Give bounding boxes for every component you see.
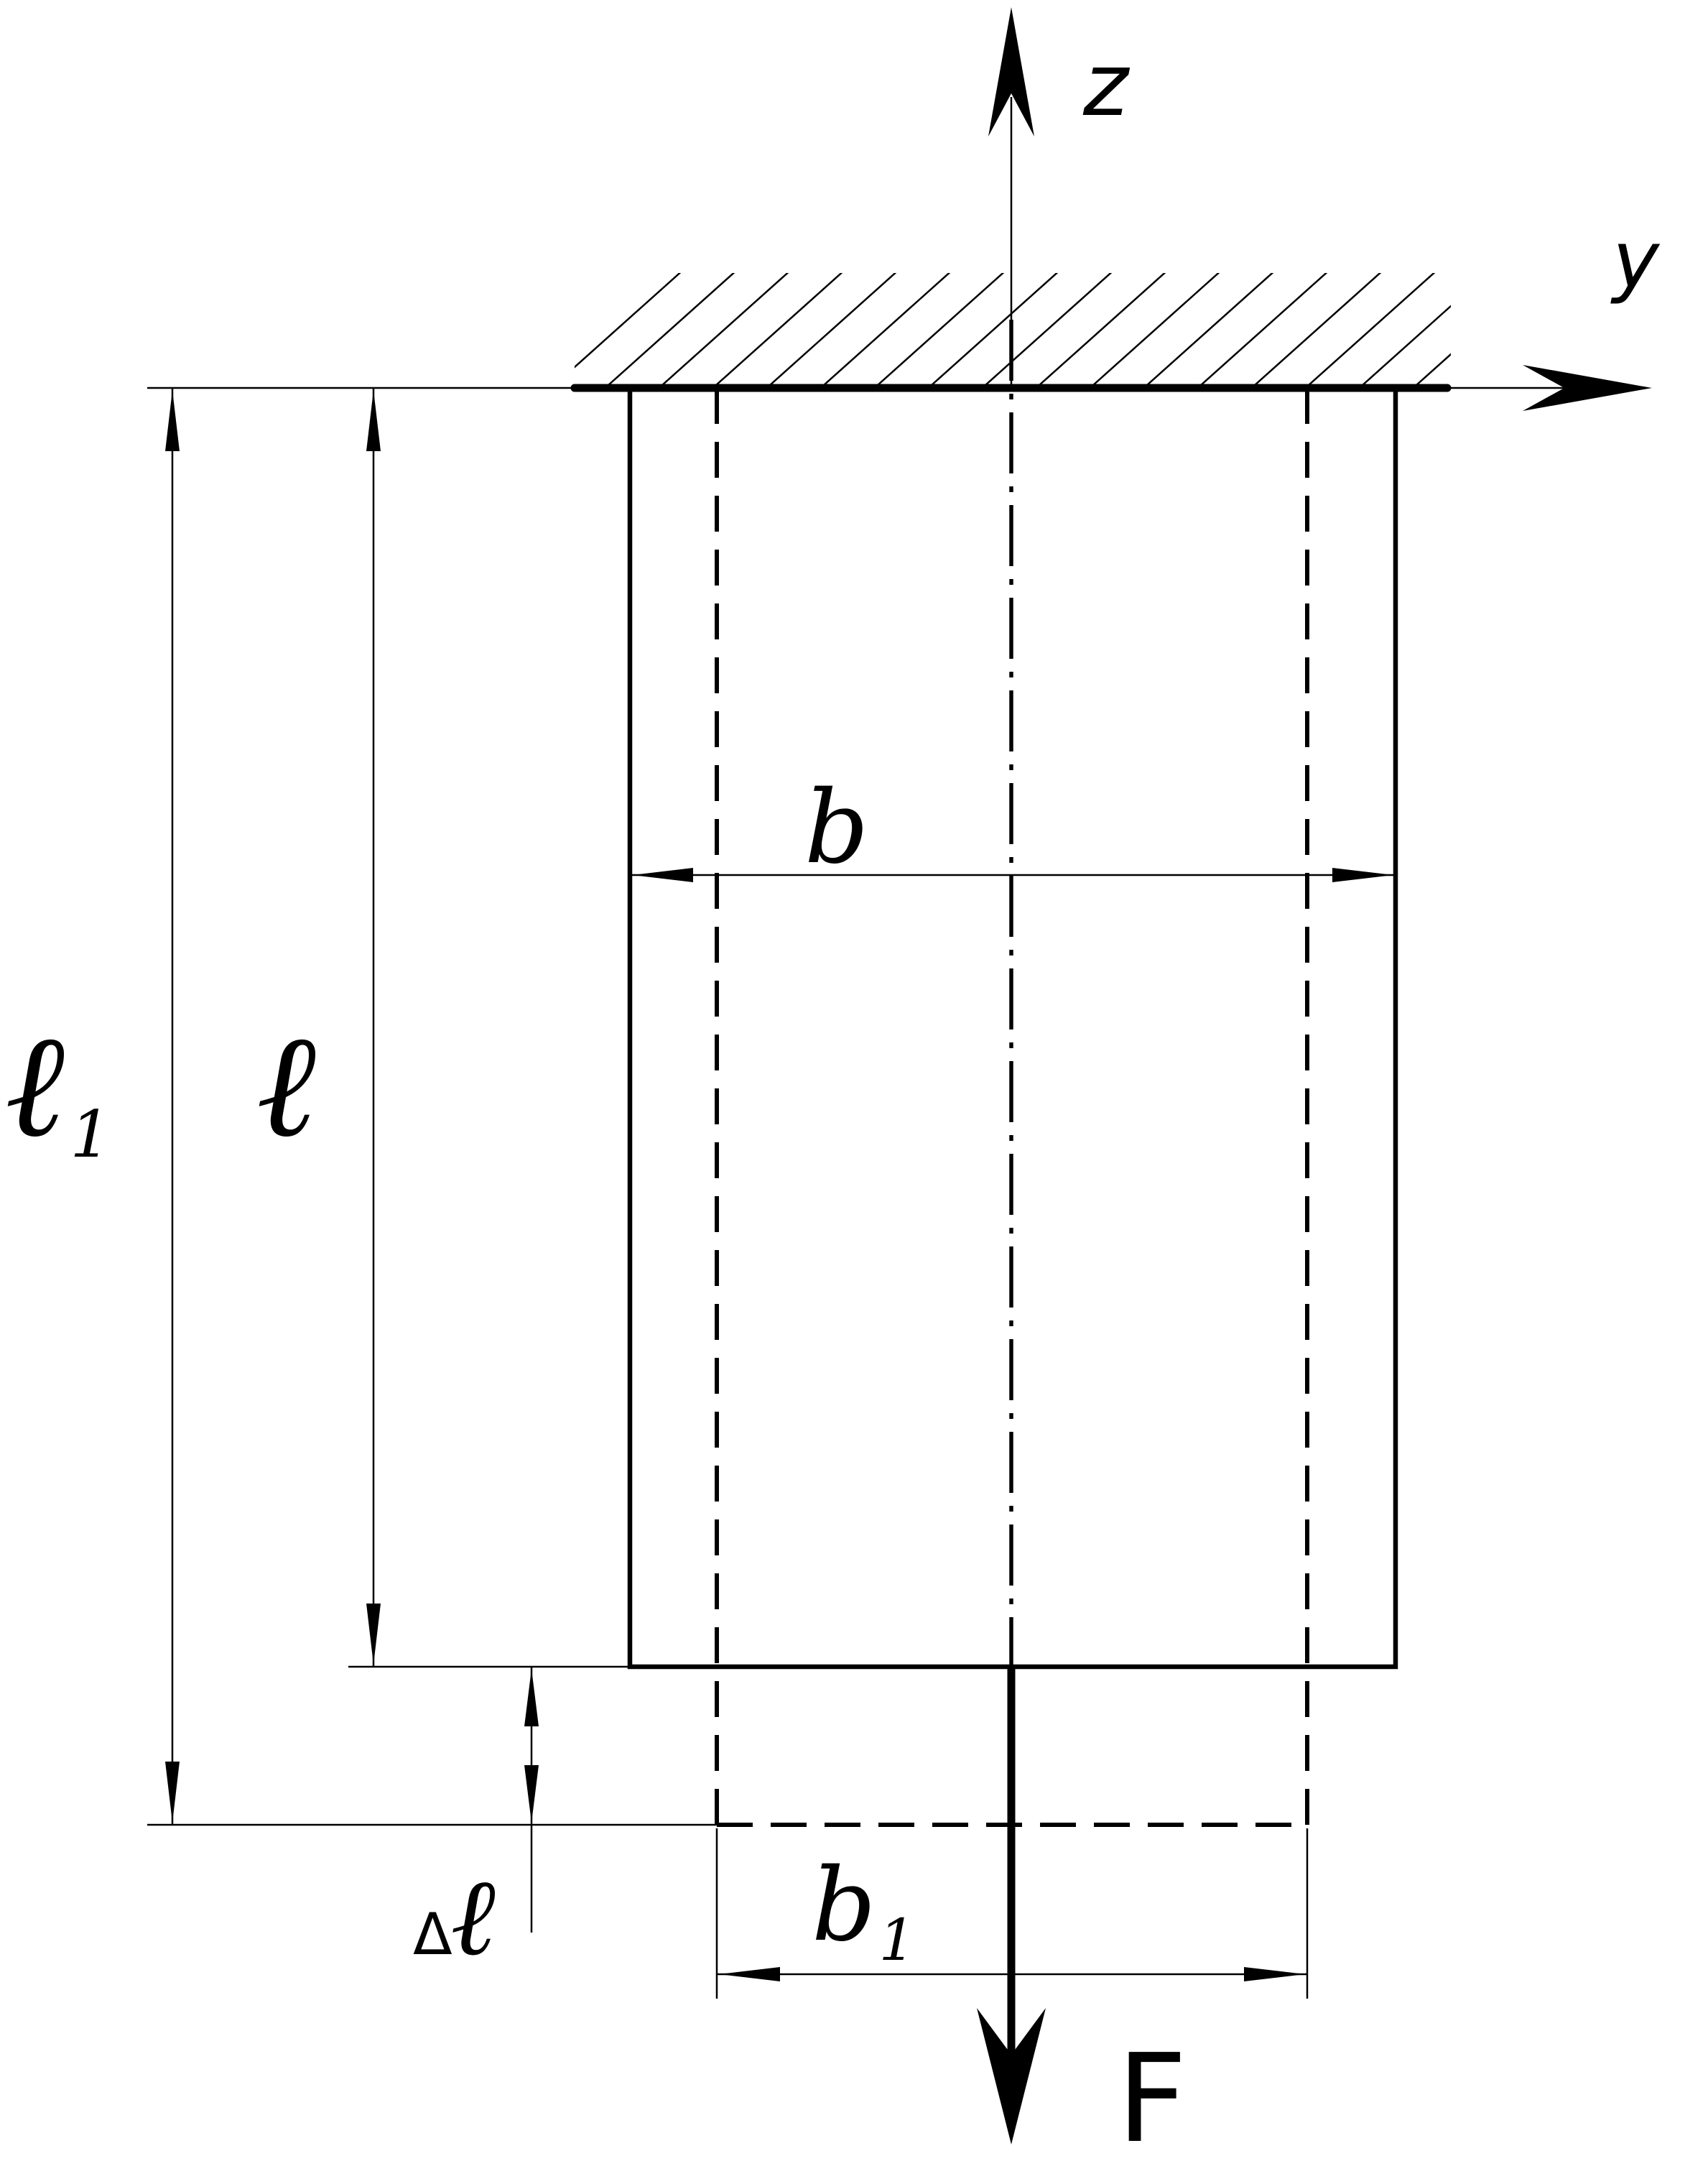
y-axis-label: y	[1610, 214, 1661, 306]
dimension-b1-arrow-right	[1244, 1967, 1305, 1981]
dimension-delta-l-label: Δℓ	[413, 1854, 498, 1980]
y-axis-arrowhead	[1523, 365, 1652, 411]
z-axis-label: z	[1082, 36, 1131, 136]
dimension-b1-subscript: 1	[879, 1907, 916, 1974]
force-label: F	[1117, 2028, 1187, 2170]
fixed-support-hatching	[575, 273, 1451, 384]
dimension-l1-arrow-top	[165, 390, 180, 451]
dimension-b-arrow-left	[632, 868, 693, 882]
dimension-l-label: ℓ	[259, 1001, 320, 1170]
dimension-delta-l-arrow-top	[524, 1669, 539, 1726]
dimension-l1-label: ℓ1	[7, 1001, 111, 1172]
dimension-l-arrow-bottom	[366, 1604, 381, 1665]
dimension-b-label: b	[804, 769, 869, 887]
dimension-l1-arrow-bottom	[165, 1762, 180, 1823]
dimension-l1-subscript: 1	[70, 1097, 111, 1172]
dimension-l-arrow-top	[366, 390, 381, 451]
dimension-b1-label: b1	[812, 1847, 916, 1974]
dimension-b-arrow-right	[1332, 868, 1393, 882]
dimension-delta-l-prefix: Δ	[413, 1901, 452, 1968]
z-axis-arrowhead	[988, 7, 1034, 136]
force-arrowhead	[977, 2008, 1046, 2144]
dimension-b1-arrow-left	[719, 1967, 780, 1981]
dimension-delta-l-arrow-bottom	[524, 1765, 539, 1823]
